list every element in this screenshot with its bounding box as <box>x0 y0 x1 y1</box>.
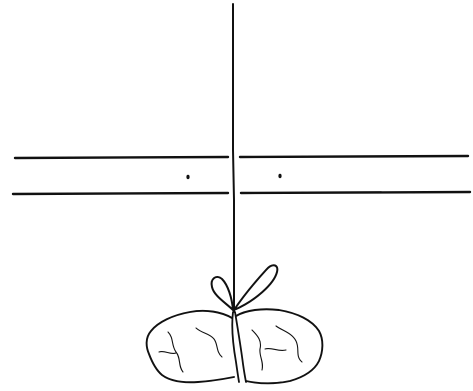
bundle-wrinkle-left-2 <box>196 328 222 357</box>
lower-horizontal-line-right <box>241 192 470 193</box>
vertical-string-line <box>233 4 234 312</box>
dot-mark-left <box>186 175 189 179</box>
bundle-wrinkle-left-3 <box>159 352 176 354</box>
bow-loop-left <box>212 277 233 310</box>
bundle-wrinkle-right-3 <box>265 349 286 351</box>
bow-tail-left <box>232 312 239 382</box>
horizontal-lines <box>13 156 470 194</box>
dot-mark-right <box>278 174 281 178</box>
upper-horizontal-line-left <box>15 157 228 158</box>
bundle-wrinkle-right-1 <box>252 330 262 370</box>
bow-loop-right <box>234 265 277 310</box>
bundle-lobe-left <box>147 311 234 382</box>
bundle-lobe-right <box>236 309 322 383</box>
bundle-wrinkle-right-2 <box>276 326 302 362</box>
bow-knot <box>212 265 278 382</box>
lower-horizontal-line-left <box>13 193 228 194</box>
bundle-wrinkle-left-1 <box>168 332 183 372</box>
upper-horizontal-line-right <box>240 156 468 157</box>
